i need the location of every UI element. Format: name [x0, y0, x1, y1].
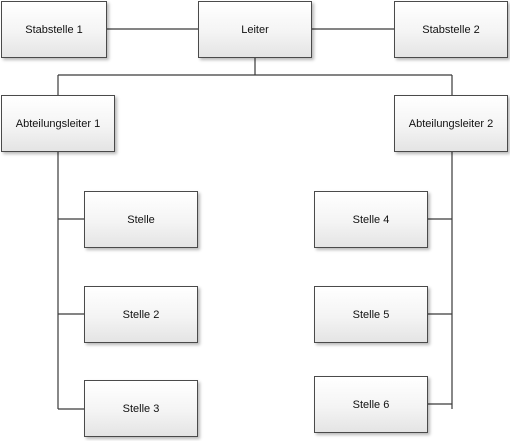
box-stelle-4: Stelle 4 — [314, 191, 428, 248]
box-stelle-3: Stelle 3 — [84, 380, 198, 437]
box-stelle-2: Stelle 2 — [84, 286, 198, 343]
box-stelle-6: Stelle 6 — [314, 376, 428, 433]
label-abteilungsleiter-2: Abteilungsleiter 2 — [408, 117, 494, 130]
label-stelle-4: Stelle 4 — [352, 213, 390, 226]
label-stabstelle-2: Stabstelle 2 — [422, 23, 480, 36]
box-abteilungsleiter-1: Abteilungsleiter 1 — [1, 95, 115, 152]
box-abteilungsleiter-2: Abteilungsleiter 2 — [394, 95, 508, 152]
label-stabstelle-1: Stabstelle 1 — [25, 23, 83, 36]
label-abteilungsleiter-1: Abteilungsleiter 1 — [15, 117, 101, 130]
box-stabstelle-1: Stabstelle 1 — [1, 1, 107, 58]
box-stabstelle-2: Stabstelle 2 — [394, 1, 508, 58]
box-leiter: Leiter — [198, 1, 312, 58]
box-stelle: Stelle — [84, 191, 198, 248]
label-stelle-5: Stelle 5 — [352, 308, 390, 321]
label-stelle-3: Stelle 3 — [122, 402, 160, 415]
label-stelle-6: Stelle 6 — [352, 398, 390, 411]
box-stelle-5: Stelle 5 — [314, 286, 428, 343]
label-stelle-2: Stelle 2 — [122, 308, 160, 321]
label-leiter: Leiter — [241, 23, 269, 36]
label-stelle: Stelle — [127, 213, 155, 226]
